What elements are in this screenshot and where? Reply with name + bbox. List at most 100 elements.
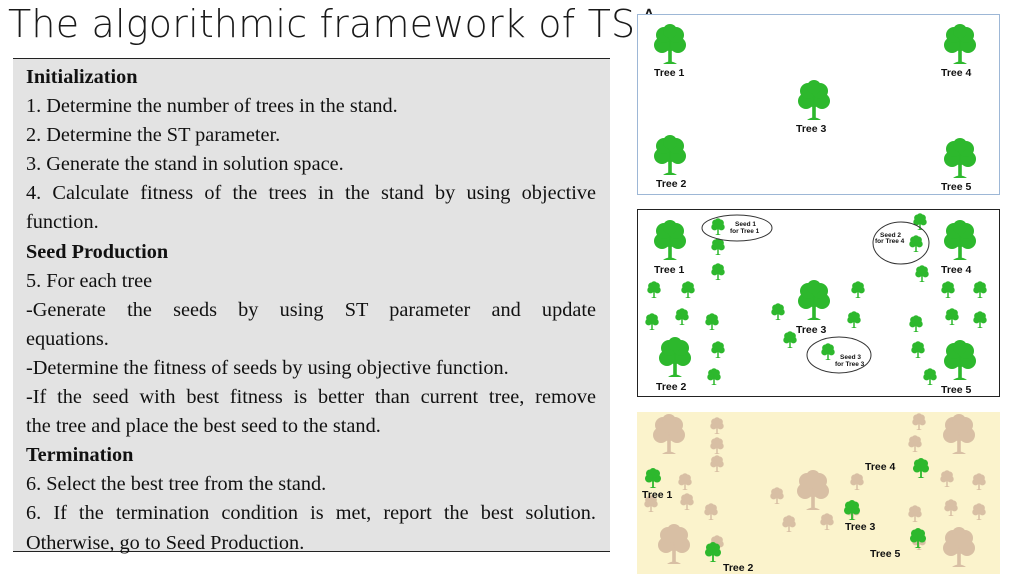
seed-production-figure: Seed 1 for Tree 1 Seed 2 for Tree 4 Seed… (645, 213, 987, 396)
faded-seed-icon (940, 470, 954, 487)
tree-2-label: Tree 2 (656, 381, 687, 393)
tree-4-label: Tree 4 (941, 67, 972, 79)
seed-icon (911, 341, 925, 358)
seed-icon (711, 341, 725, 358)
algorithm-step-line: 6. If the termination condition is met, … (26, 502, 596, 525)
faded-seed-icon (680, 493, 694, 510)
faded-seed-icon (820, 513, 834, 530)
faded-tree-icon (658, 524, 690, 564)
panel-initial-stand: Tree 1 Tree 4 Tree 3 Tree 2 Tree 5 (637, 14, 1000, 195)
tree-5-label: Tree 5 (941, 384, 972, 396)
seed-icon (909, 315, 923, 332)
new-tree-4-icon (913, 458, 929, 478)
tree-4-icon (654, 135, 686, 175)
faded-seed-icon (710, 455, 724, 472)
tree-5-label: Tree 5 (941, 181, 972, 193)
seed-icon (923, 368, 937, 385)
algorithm-steps-box: Initialization 1. Determine the number of… (13, 58, 610, 554)
seed-icon (707, 368, 721, 385)
algorithm-step-line: function. (26, 211, 99, 234)
seed-icon (705, 313, 719, 330)
tree-1-label: Tree 1 (642, 489, 673, 501)
seed-2-label-line1: Seed 2 (880, 232, 901, 239)
algorithm-step-line: equations. (26, 327, 109, 350)
seed-1-label-line1: Seed 1 (735, 221, 756, 228)
seed-icon (915, 265, 929, 282)
algorithm-step-line: -Generate the seeds by using ST paramete… (26, 298, 596, 321)
faded-seed-icon (912, 413, 926, 430)
seed-icon (711, 238, 725, 255)
faded-seed-icon (644, 495, 658, 512)
seed-3-ellipse (806, 336, 872, 374)
seed-3-label-line2: for Tree 3 (835, 361, 865, 368)
tree-2-icon (944, 24, 976, 64)
tree-1-icon (654, 24, 686, 64)
algorithm-step-line: 5. For each tree (26, 269, 153, 292)
new-tree-2-icon (705, 542, 721, 562)
seed-1-label-line2: for Tree 1 (730, 228, 760, 235)
faded-seed-icon (782, 515, 796, 532)
seed-3-label-line1: Seed 3 (840, 354, 861, 361)
algorithm-step-line: Otherwise, go to Seed Production. (26, 531, 305, 554)
slide-title: The algorithmic framework of TSA (8, 2, 663, 46)
tree-3-label: Tree 3 (796, 324, 827, 336)
seed-icon (847, 311, 861, 328)
faded-seed-icon (710, 437, 724, 454)
seed-icon (675, 308, 689, 325)
seed-icon (945, 308, 959, 325)
seed-2-ellipse (872, 221, 930, 265)
algorithm-step-line: -Determine the fitness of seeds by using… (26, 356, 509, 379)
tree-4-label: Tree 4 (941, 264, 972, 276)
panel-updated-stand: Tree 1 Tree 2 Tree 3 Tree 4 Tree 5 (637, 412, 1000, 574)
tree-1-label: Tree 1 (654, 67, 685, 79)
seed-1-ellipse (701, 214, 773, 242)
updated-stand-figure: Tree 1 Tree 2 Tree 3 Tree 4 Tree 5 (642, 413, 986, 574)
section-heading: Seed Production (26, 240, 169, 263)
tree-icon (798, 280, 830, 320)
seed-icon (681, 281, 695, 298)
algorithm-step-line: 3. Generate the stand in solution space. (26, 153, 344, 176)
tree-3-label: Tree 3 (796, 123, 827, 135)
faded-tree-icon (797, 470, 829, 510)
faded-seed-icon (678, 473, 692, 490)
seed-icon (645, 313, 659, 330)
algorithm-step-line: the tree and place the best seed to the … (26, 415, 381, 438)
tree-4-label: Tree 4 (865, 461, 896, 473)
faded-seed-icon (972, 503, 986, 520)
faded-tree-icon (943, 414, 975, 454)
tree-2-label: Tree 2 (656, 178, 687, 190)
faded-seed-icon (908, 435, 922, 452)
faded-seed-icon (850, 473, 864, 490)
section-heading: Initialization (26, 66, 138, 88)
tree-icon (654, 220, 686, 260)
seed-icon (711, 263, 725, 280)
faded-seed-icon (710, 417, 724, 434)
algorithm-step-line: 1. Determine the number of trees in the … (26, 95, 398, 118)
tree-1-label: Tree 1 (654, 264, 685, 276)
faded-tree-icon (943, 527, 975, 567)
seed-icon (851, 281, 865, 298)
seed-icon (821, 343, 835, 360)
tree-3-icon (798, 80, 830, 120)
seed-icon (909, 235, 923, 252)
new-tree-5-icon (910, 528, 926, 548)
seed-icon (647, 281, 661, 298)
section-heading: Termination (26, 444, 134, 467)
tree-icon (659, 337, 691, 377)
algorithm-step-line: 6. Select the best tree from the stand. (26, 473, 327, 496)
tree-icon (944, 340, 976, 380)
initial-stand-figure: Tree 1 Tree 4 Tree 3 Tree 2 Tree 5 (654, 24, 976, 193)
algorithm-step-line: -If the seed with best fitness is better… (26, 386, 596, 409)
tree-5-icon (944, 138, 976, 178)
seed-icon (771, 303, 785, 320)
seed-icon (941, 281, 955, 298)
seed-icon (973, 311, 987, 328)
faded-tree-icon (653, 414, 685, 454)
new-tree-1-icon (645, 468, 661, 488)
seed-icon (711, 218, 725, 235)
faded-seed-icon (770, 487, 784, 504)
seed-icon (783, 331, 797, 348)
faded-seed-icon (944, 499, 958, 516)
panel-seed-production: Seed 1 for Tree 1 Seed 2 for Tree 4 Seed… (637, 209, 1000, 397)
algorithm-step-line: 2. Determine the ST parameter. (26, 124, 281, 147)
